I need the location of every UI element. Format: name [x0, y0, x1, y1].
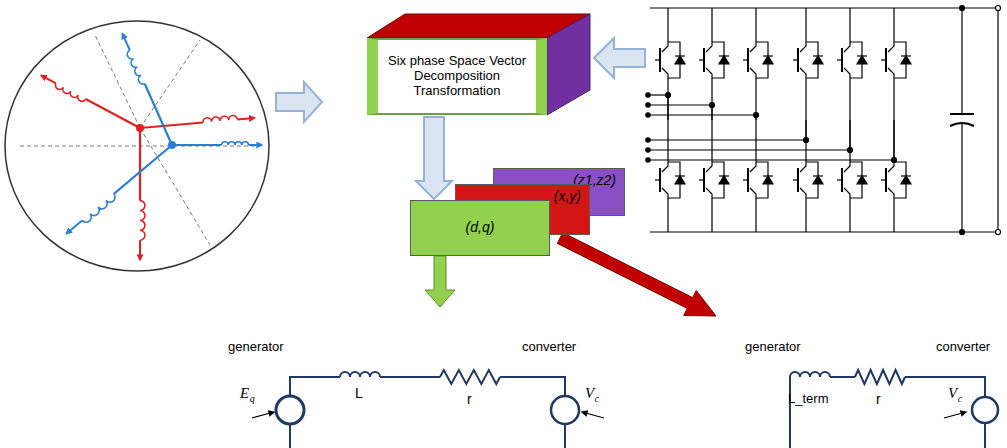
- inductor-label: L: [355, 386, 363, 400]
- box-title: Six phase Space Vector Decomposition Tra…: [378, 52, 536, 101]
- windings: [41, 34, 262, 260]
- box-side-face: [547, 14, 590, 115]
- dq-circuit: [252, 377, 604, 448]
- source-symbol: V: [948, 386, 957, 401]
- passive-elements: [340, 370, 905, 384]
- subspace-label: (d,q): [411, 219, 549, 235]
- transform-box: Six phase Space Vector Decomposition Tra…: [367, 38, 547, 115]
- subspace-card: (d,q): [410, 200, 550, 256]
- source-subscript: c: [958, 394, 962, 404]
- resistor-label: r: [876, 392, 881, 406]
- inductor-label: L_term: [788, 392, 828, 405]
- circuit-label: converter: [522, 340, 576, 353]
- source-subscript: q: [250, 394, 255, 404]
- machine-outline: [5, 21, 269, 271]
- axes: [20, 35, 255, 245]
- circuit-label: converter: [936, 340, 990, 353]
- inverter-arrow: [594, 38, 645, 78]
- source-symbol: V: [585, 386, 594, 401]
- xy-circuit: [790, 377, 998, 448]
- source-symbol: E: [240, 386, 249, 401]
- xy-arrow: [557, 233, 716, 316]
- input-arrow: [276, 82, 322, 122]
- circuit-label: generator: [745, 340, 801, 353]
- resistor-label: r: [467, 392, 472, 406]
- flow-arrow: [416, 117, 452, 199]
- circuit-label: generator: [228, 340, 284, 353]
- inverter: [646, 6, 1001, 235]
- subspace-label: (x,y): [554, 188, 581, 204]
- dq-arrow: [425, 256, 455, 307]
- source-subscript: c: [595, 394, 599, 404]
